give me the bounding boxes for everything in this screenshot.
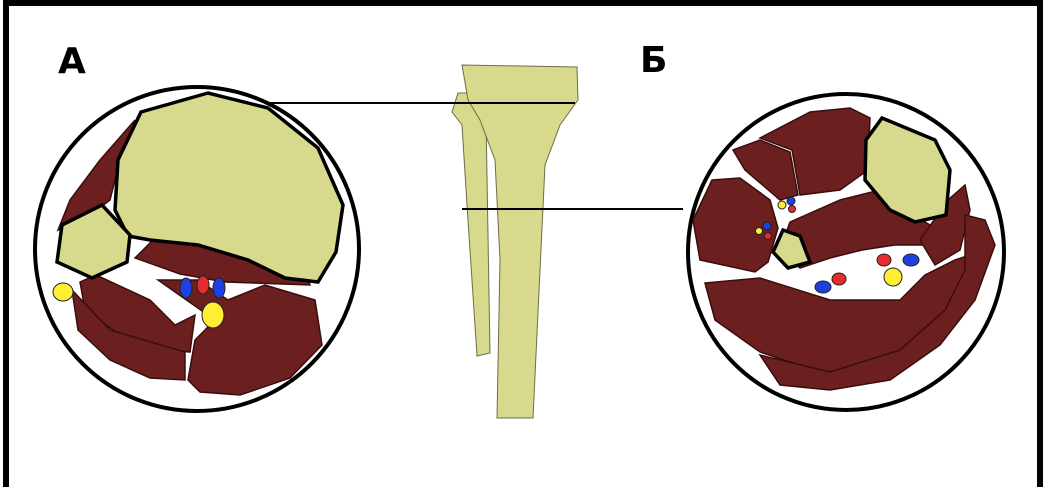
cross-section-b — [688, 94, 1004, 410]
vein — [763, 222, 771, 230]
nerve — [778, 201, 786, 209]
artery — [765, 233, 772, 240]
vein — [815, 281, 831, 293]
panel-label-a: А — [58, 44, 86, 80]
nerve — [756, 228, 763, 235]
nerve — [884, 268, 902, 286]
artery — [877, 254, 891, 266]
vein — [903, 254, 919, 266]
cross-section-a — [35, 87, 359, 411]
vein — [213, 278, 225, 298]
artery — [789, 206, 796, 213]
artery — [832, 273, 846, 285]
vein — [787, 197, 795, 205]
vein — [180, 278, 192, 298]
artery — [197, 276, 209, 294]
leg-bones — [452, 65, 578, 418]
nerve — [202, 302, 224, 328]
nerve — [53, 283, 73, 301]
panel-label-b: Б — [640, 43, 667, 79]
